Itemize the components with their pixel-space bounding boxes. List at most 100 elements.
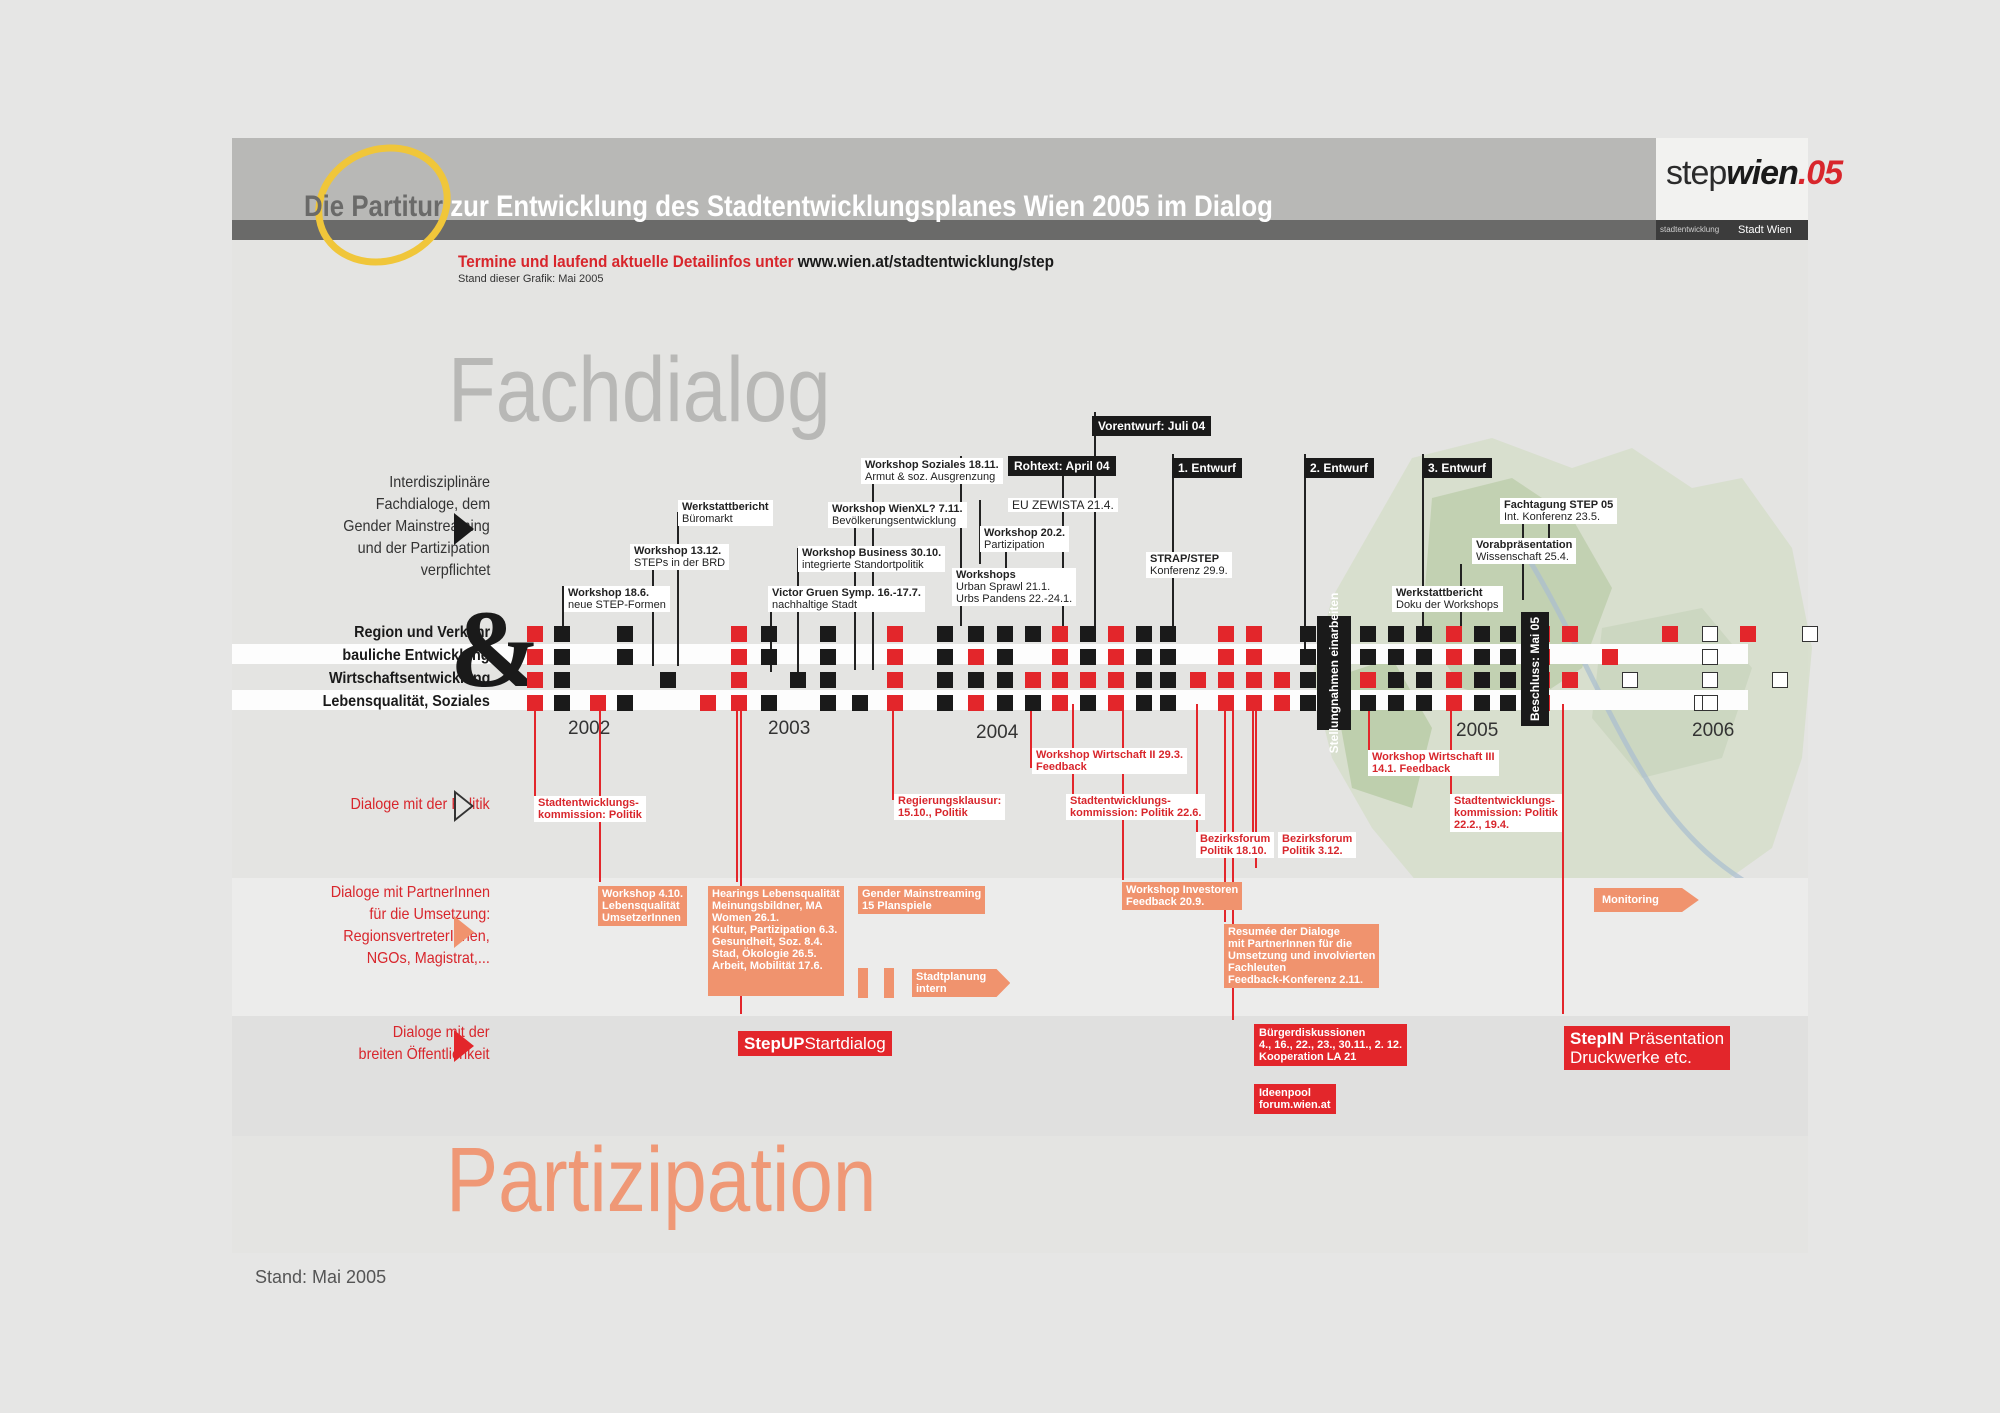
- schedule-square: [1388, 672, 1404, 688]
- event-title: Werkstattbericht: [1396, 587, 1483, 599]
- schedule-square: [968, 672, 984, 688]
- schedule-square: [554, 649, 570, 665]
- event-title: Stadtentwicklungs-: [538, 797, 639, 809]
- schedule-square: [1052, 695, 1068, 711]
- brand-strip: stadtentwicklung Stadt Wien: [1656, 220, 1808, 240]
- label-interdisziplinaer-4: verpflichtet: [420, 562, 490, 579]
- politik-regierungsklausur: Regierungsklausur:15.10., Politik: [894, 794, 1006, 820]
- schedule-square: [1562, 672, 1578, 688]
- event-sub: 14.1. Feedback: [1372, 763, 1451, 775]
- schedule-square: [820, 672, 836, 688]
- public-ideenpool: Ideenpool forum.wien.at: [1254, 1084, 1336, 1114]
- title-prefix: Die Partitur: [304, 190, 444, 223]
- schedule-square: [1025, 626, 1041, 642]
- connector-red: [1252, 704, 1254, 832]
- schedule-square: [887, 695, 903, 711]
- schedule-square: [1080, 649, 1096, 665]
- year-2005: 2005: [1456, 720, 1499, 741]
- footer-stand: Stand: Mai 2005: [255, 1267, 387, 1287]
- schedule-square: [590, 695, 606, 711]
- event-victor-gruen: Victor Gruen Symp. 16.-17.7.nachhaltige …: [768, 586, 925, 612]
- section-partizipation: Partizipation: [446, 1129, 877, 1231]
- event-workshop-soziales: Workshop Soziales 18.11.Armut & soz. Aus…: [861, 458, 1003, 484]
- partner-workshop-investoren: Workshop Investoren Feedback 20.9.: [1122, 882, 1243, 910]
- partner-hearings: Hearings Lebensqualität Meinungsbildner,…: [708, 886, 844, 996]
- connector-red: [740, 704, 742, 1014]
- schedule-square: [1160, 695, 1176, 711]
- event-sub: integrierte Standortpolitik: [802, 559, 924, 571]
- event-title: Victor Gruen Symp. 16.-17.7.: [772, 587, 921, 599]
- schedule-square: [997, 626, 1013, 642]
- connector-red: [1232, 704, 1234, 1020]
- arrow-fachdialog-icon: [454, 513, 474, 545]
- event-sub: kommission: Politik: [538, 809, 642, 821]
- event-sub: Konferenz 29.9.: [1150, 565, 1228, 577]
- event-title: Workshop 18.6.: [568, 587, 650, 599]
- schedule-square: [997, 649, 1013, 665]
- connector: [1548, 498, 1550, 558]
- connector-red: [1368, 704, 1370, 756]
- brand-strip-right: Stadt Wien: [1738, 224, 1792, 236]
- label-interdisziplinaer-2: Gender Mainstreaming: [343, 518, 490, 535]
- public-stepup-startdialog: StepUPStartdialog: [738, 1031, 892, 1056]
- event-sub: Urban Sprawl 21.1.: [956, 581, 1051, 593]
- milestone-stellungnahmen: Stellungnahmen einarbeiten: [1317, 593, 1351, 753]
- public-buergerdiskussionen: Bürgerdiskussionen 4., 16., 22., 23., 30…: [1254, 1024, 1408, 1066]
- connector: [562, 586, 564, 636]
- schedule-square: [1416, 649, 1432, 665]
- year-2004: 2004: [976, 722, 1019, 743]
- connector-red: [892, 704, 894, 800]
- schedule-square: [1802, 626, 1818, 642]
- info-url[interactable]: www.wien.at/stadtentwicklung/step: [797, 252, 1054, 271]
- row-label-bauliche: bauliche Entwicklung: [342, 647, 490, 664]
- schedule-square: [1246, 695, 1262, 711]
- schedule-square: [937, 672, 953, 688]
- schedule-square: [820, 649, 836, 665]
- graphic-stand: Stand dieser Grafik: Mai 2005: [458, 273, 604, 285]
- schedule-square: [1080, 626, 1096, 642]
- event-title: Werkstattbericht: [682, 501, 769, 513]
- schedule-square: [1446, 672, 1462, 688]
- logo-wien: wien: [1726, 154, 1799, 192]
- event-title: Workshops: [956, 569, 1016, 581]
- schedule-square: [820, 626, 836, 642]
- politik-stek-2004: Stadtentwicklungs-kommission: Politik 22…: [1066, 794, 1206, 820]
- event-title: Workshop WienXL? 7.11.: [832, 503, 963, 515]
- schedule-square: [937, 626, 953, 642]
- schedule-square: [1416, 695, 1432, 711]
- connector-red: [1562, 704, 1564, 1014]
- info-line: Termine und laufend aktuelle Detailinfos…: [458, 252, 1054, 272]
- event-sub: Feedback: [1036, 761, 1087, 773]
- schedule-square: [1500, 672, 1516, 688]
- schedule-square: [1160, 672, 1176, 688]
- year-2006: 2006: [1692, 720, 1735, 741]
- schedule-square: [1246, 672, 1262, 688]
- connector-red: [1196, 704, 1198, 832]
- schedule-square: [852, 695, 868, 711]
- schedule-square: [1136, 672, 1152, 688]
- schedule-square: [1025, 672, 1041, 688]
- event-sub: Wissenschaft 25.4.: [1476, 551, 1569, 563]
- event-workshop-business: Workshop Business 30.10.integrierte Stan…: [798, 546, 946, 572]
- milestone-vorentwurf: Vorentwurf: Juli 04: [1092, 416, 1212, 436]
- schedule-square: [1772, 672, 1788, 688]
- event-title: Vorabpräsentation: [1476, 539, 1573, 551]
- schedule-square: [1108, 695, 1124, 711]
- label-partner-2: RegionsvertreterInnen,: [343, 928, 490, 945]
- year-2003: 2003: [768, 718, 811, 739]
- schedule-square: [1360, 695, 1376, 711]
- event-sub: kommission: Politik: [1454, 807, 1558, 819]
- schedule-square: [1274, 695, 1290, 711]
- section-fachdialog: Fachdialog: [448, 339, 831, 441]
- schedule-square: [731, 626, 747, 642]
- event-workshop-13-12: Workshop 13.12.STEPs in der BRD: [630, 544, 730, 570]
- schedule-square: [968, 695, 984, 711]
- event-sub: kommission: Politik 22.6.: [1070, 807, 1202, 819]
- brand-box: stepwien.05 stadtentwicklung Stadt Wien: [1656, 138, 1843, 240]
- schedule-square: [1416, 672, 1432, 688]
- schedule-square: [617, 649, 633, 665]
